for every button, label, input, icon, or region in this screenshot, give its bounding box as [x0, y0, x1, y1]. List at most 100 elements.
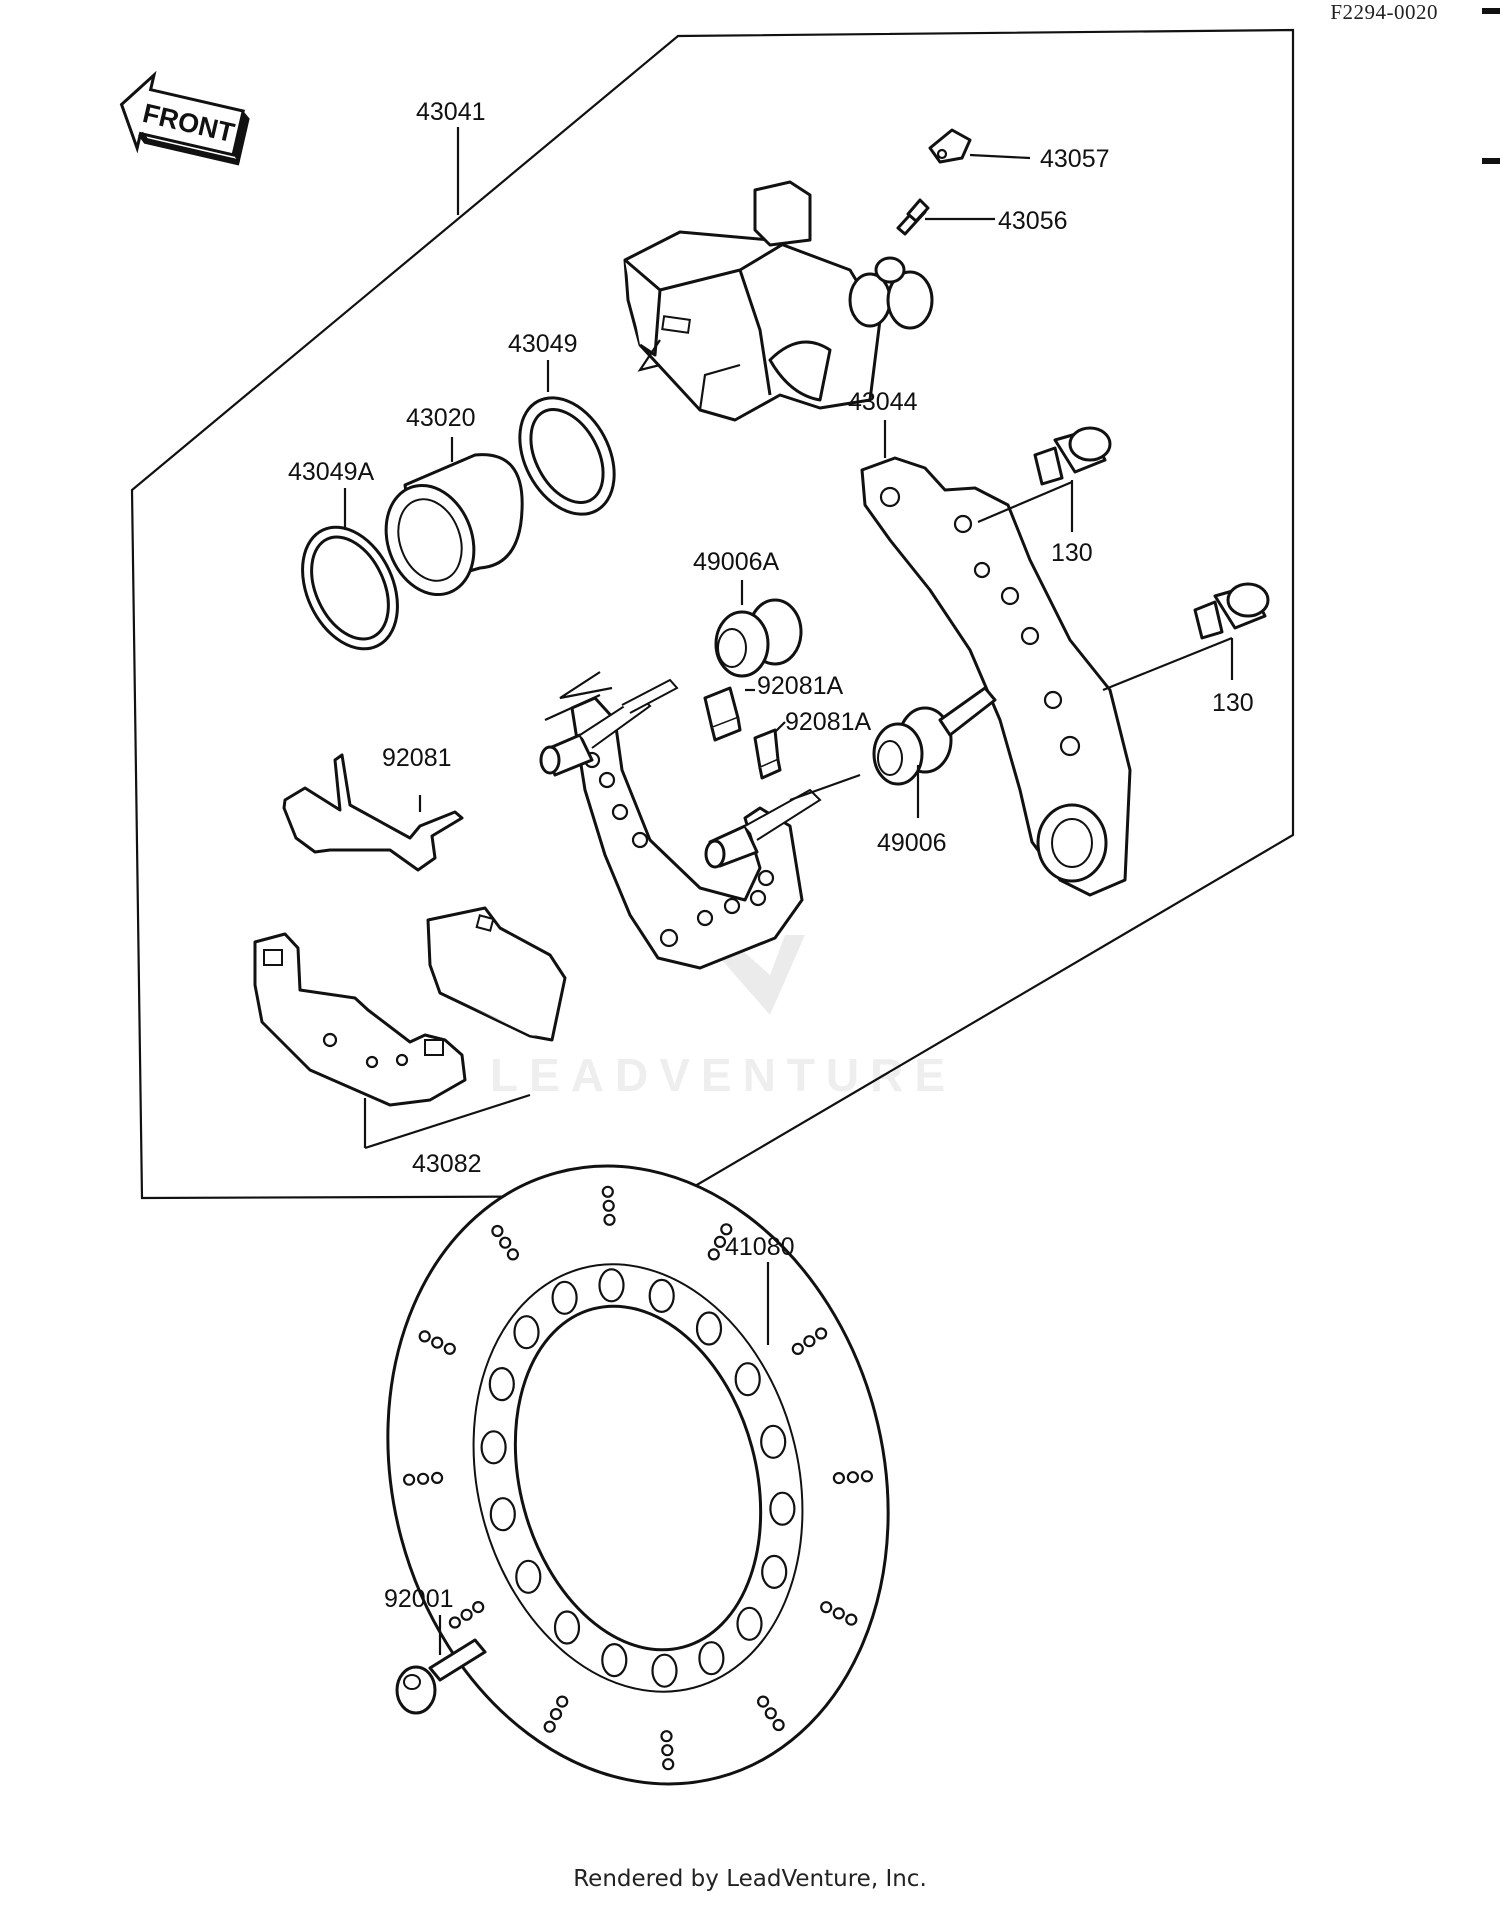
disc-hole	[761, 1554, 788, 1590]
callout-92081A-2: 92081A	[785, 708, 872, 736]
disc-hole	[513, 1315, 540, 1350]
disc-hole	[488, 1366, 515, 1402]
disc-small-hole	[756, 1695, 770, 1708]
disc-hole	[736, 1606, 763, 1641]
pad-spring-clip-2	[753, 728, 782, 780]
disc-small-hole	[549, 1707, 563, 1721]
disc-hole	[648, 1278, 675, 1314]
callout-43020: 43020	[406, 404, 476, 432]
callout-43044: 43044	[848, 388, 918, 416]
callout-43056: 43056	[998, 207, 1068, 235]
disc-small-hole	[846, 1471, 860, 1484]
disc-hole	[515, 1559, 542, 1594]
disc-small-hole	[820, 1601, 833, 1614]
disc-hole	[480, 1430, 507, 1465]
disc-small-hole	[417, 1472, 430, 1485]
callout-49006A: 49006A	[693, 548, 780, 576]
disc-hole	[489, 1497, 516, 1532]
piston-seal	[518, 396, 616, 516]
edge-mark-mid	[1482, 158, 1500, 164]
disc-small-hole	[661, 1744, 674, 1757]
brake-pad-front	[426, 906, 567, 1042]
disc-small-hole	[832, 1607, 845, 1620]
disc-small-hole	[556, 1695, 569, 1708]
piston	[384, 453, 524, 597]
callout-130-upper: 130	[1051, 539, 1093, 567]
disc-small-hole	[832, 1471, 846, 1485]
dust-seal	[301, 525, 399, 651]
disc-hole	[698, 1641, 725, 1676]
disc-small-hole	[506, 1248, 520, 1261]
disc-hole	[598, 1268, 625, 1303]
pin-boot-lower	[872, 686, 997, 786]
callout-43082: 43082	[412, 1150, 482, 1178]
bleed-valve	[896, 198, 930, 236]
callout-43049: 43049	[508, 330, 578, 358]
disc-small-hole	[660, 1730, 673, 1743]
pad-holder	[539, 678, 822, 970]
caliper-bracket	[860, 456, 1132, 897]
disc-bolt	[395, 1638, 487, 1715]
callout-92001: 92001	[384, 1585, 454, 1613]
bolt-lower	[1193, 582, 1270, 640]
brake-disc	[386, 1164, 890, 1786]
disc-small-hole	[448, 1616, 461, 1629]
callout-92081: 92081	[382, 744, 452, 772]
figure-code: F2294-0020	[1330, 0, 1438, 24]
callout-130-lower: 130	[1212, 689, 1254, 717]
watermark: LEADVENTURE	[490, 1049, 957, 1101]
brake-pad-rear	[253, 932, 467, 1107]
disc-small-hole	[491, 1224, 504, 1238]
callout-43057: 43057	[1040, 145, 1110, 173]
disc-small-hole	[543, 1720, 556, 1733]
disc-hole	[651, 1653, 678, 1688]
disc-small-hole	[431, 1471, 444, 1485]
disc-hole	[695, 1311, 723, 1346]
pad-spring-clip-1	[703, 686, 742, 742]
disc-small-hole	[603, 1213, 616, 1226]
disc-small-hole	[499, 1236, 512, 1249]
edge-mark-top	[1482, 8, 1500, 14]
leader-lines	[343, 127, 1234, 1655]
disc-small-hole	[764, 1707, 777, 1720]
disc-small-hole	[803, 1335, 816, 1348]
callout-41080: 41080	[725, 1233, 795, 1261]
disc-small-hole	[472, 1600, 485, 1614]
disc-small-hole	[443, 1342, 456, 1355]
disc-small-hole	[814, 1327, 828, 1340]
disc-small-hole	[601, 1185, 614, 1198]
callout-43049A: 43049A	[288, 458, 375, 486]
disc-hole	[553, 1610, 581, 1645]
disc-vent-holes	[403, 1185, 874, 1771]
disc-hole	[601, 1642, 628, 1678]
disc-hole	[760, 1424, 787, 1459]
bleed-valve-cap	[928, 128, 972, 164]
footer-credit: Rendered by LeadVenture, Inc.	[573, 1866, 927, 1892]
bolt-upper	[1033, 426, 1112, 486]
disc-hole	[734, 1362, 761, 1397]
disc-small-hole	[860, 1470, 874, 1483]
disc-small-hole	[460, 1608, 473, 1621]
callout-labels: 43041 43057 43056 43049 43020 43049A 430…	[288, 98, 1254, 1613]
disc-small-hole	[772, 1718, 785, 1732]
disc-small-hole	[403, 1473, 416, 1486]
front-arrow-icon: FRONT	[119, 70, 250, 166]
disc-small-hole	[720, 1223, 733, 1236]
disc-hole	[551, 1280, 578, 1315]
callout-92081A-1: 92081A	[757, 672, 844, 700]
anti-rattle-spring	[282, 753, 464, 872]
disc-small-hole	[791, 1342, 804, 1356]
disc-small-hole	[418, 1330, 431, 1343]
caliper-body	[623, 180, 934, 422]
disc-small-hole	[707, 1248, 720, 1261]
callout-43041: 43041	[416, 98, 486, 126]
disc-small-hole	[602, 1199, 615, 1212]
pin-boot-upper	[714, 598, 803, 678]
disc-small-hole	[845, 1613, 858, 1626]
disc-small-hole	[662, 1758, 675, 1771]
disc-small-hole	[713, 1235, 727, 1249]
disc-small-hole	[431, 1336, 444, 1349]
disc-hole	[769, 1491, 796, 1526]
callout-49006: 49006	[877, 829, 947, 857]
